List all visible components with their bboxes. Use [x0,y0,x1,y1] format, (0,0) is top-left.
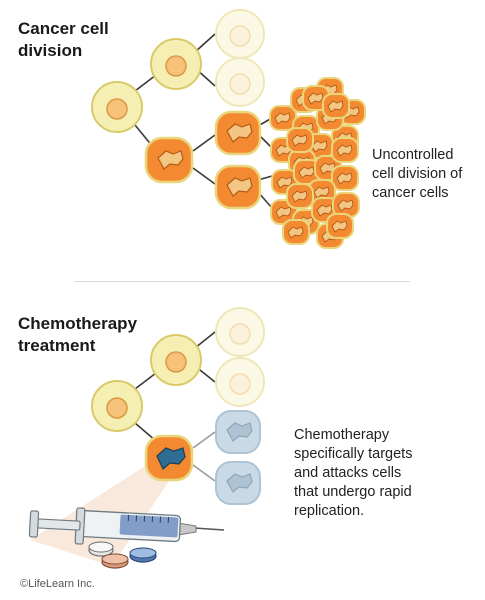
cancer-cell [144,136,194,184]
cancer-cell [214,110,262,156]
healthy-cell-daughter [150,38,202,90]
copyright-credit: ©LifeLearn Inc. [20,578,95,590]
faded-cell [215,307,265,357]
healthy-cell-daughter [150,334,202,386]
cancer-cell [326,213,354,239]
faded-cell [215,9,265,59]
cancer-cell [214,164,262,210]
cancer-division-title: Cancer cell division [18,19,109,60]
cancer-cell [331,137,359,163]
syringe-icon [28,507,225,545]
cancer-cell [286,127,314,153]
cancer-cell-cluster [269,77,366,249]
chemotherapy-caption: Chemotherapy specifically targets and at… [294,427,413,519]
cancer-cell [331,165,359,191]
cancer-cell [282,219,310,245]
treated-connectors [192,431,216,482]
healthy-cell-parent [91,380,143,432]
cancer-cell [286,183,314,209]
uncontrolled-division-caption: Uncontrolled cell division of cancer cel… [372,147,463,201]
section-divider [74,281,410,282]
cancer-cell [311,197,339,223]
treated-cancer-cell [144,434,194,482]
dying-cell [215,461,261,505]
cancer-cell [322,93,350,119]
faded-cell [215,57,265,107]
faded-cell [215,357,265,407]
pills-icon [88,541,157,569]
chemotherapy-title: Chemotherapy treatment [18,314,138,355]
dying-cell [215,410,261,454]
healthy-cell-parent [91,81,143,133]
